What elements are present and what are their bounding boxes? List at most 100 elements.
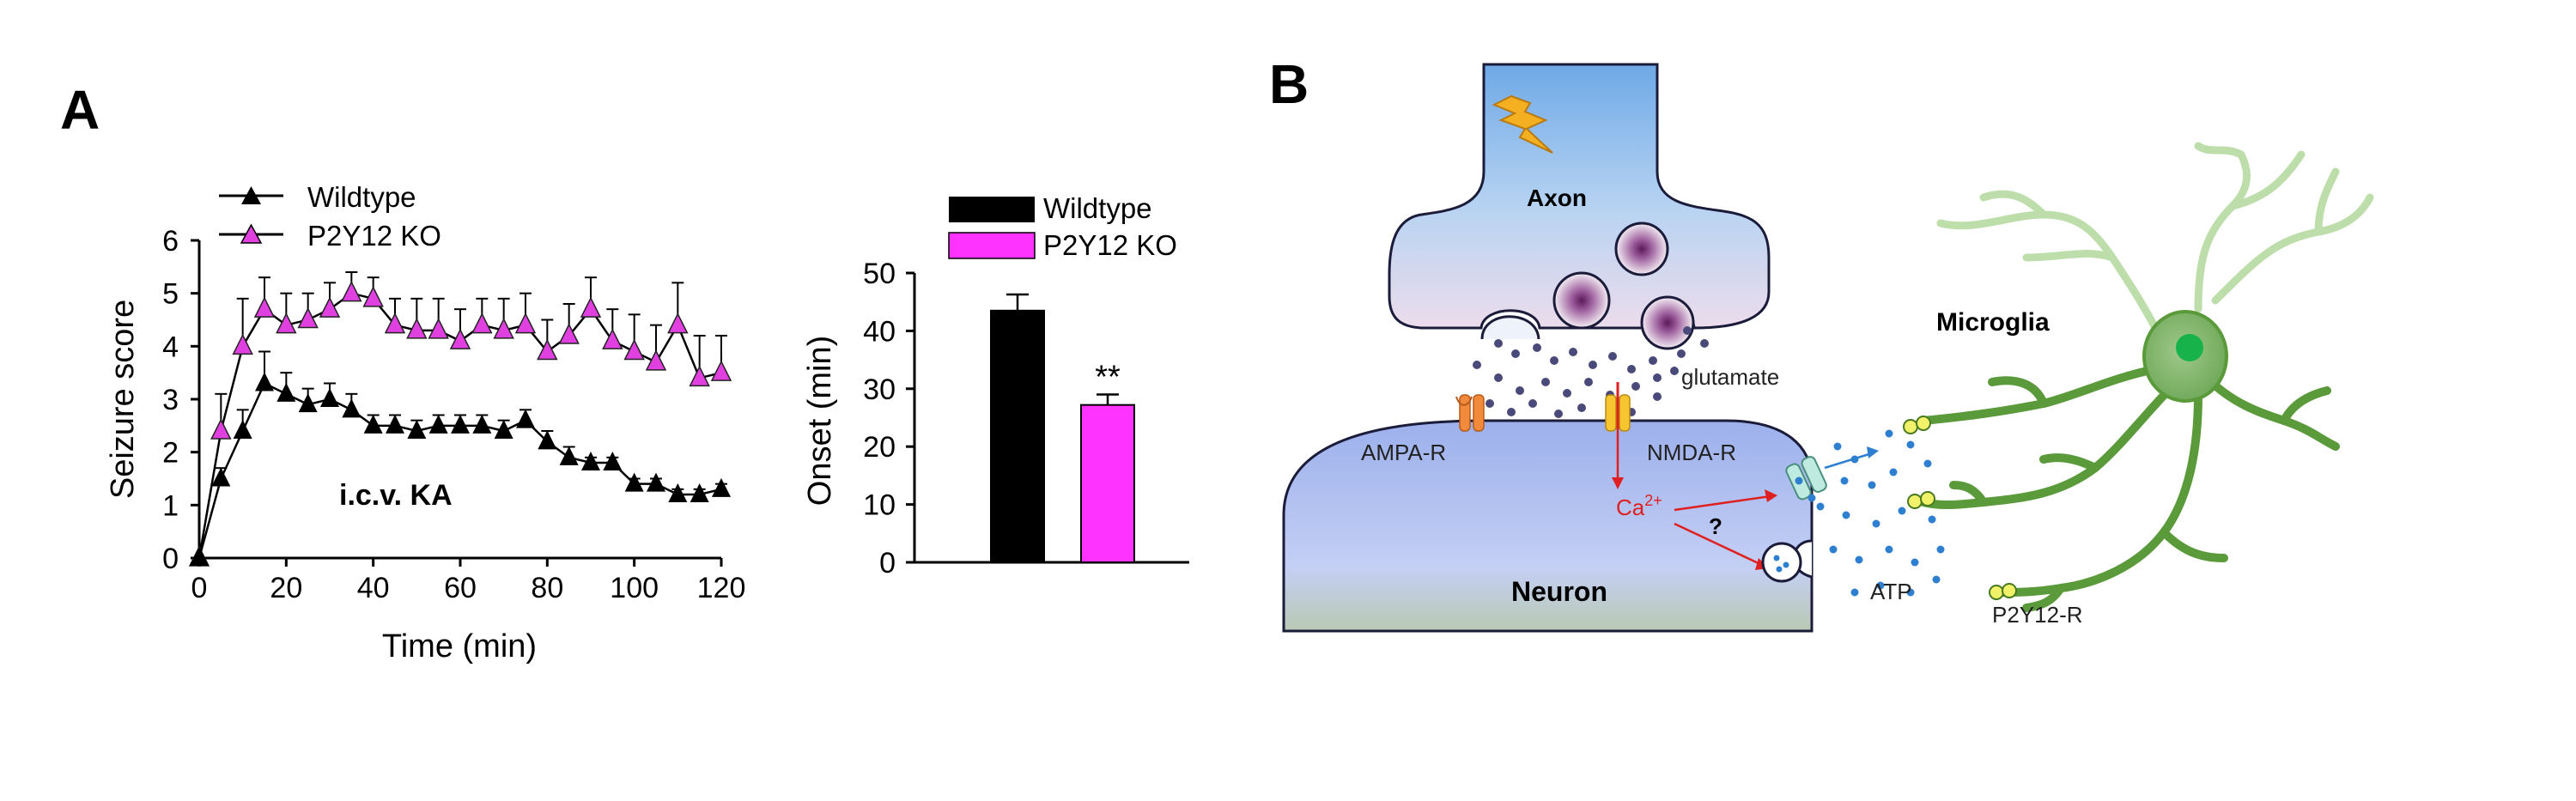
bar-y-tick-label: 40 [863,315,896,348]
ko-data-point [319,296,341,318]
glutamate-dot [1577,404,1586,412]
y-tick-label: 2 [162,437,179,470]
ko-data-point [645,349,667,371]
line-chart-annotation: i.c.v. KA [339,479,453,512]
neuron-label: Neuron [1511,576,1607,607]
bar-legend-ko-label: P2Y12 KO [1043,229,1177,261]
glutamate-dot [1670,367,1679,375]
atp-dot [1829,545,1838,554]
x-tick-label: 20 [270,572,302,604]
wildtype-data-point [363,414,383,434]
ampa-receptor-icon [1455,394,1485,432]
ko-data-point [276,312,297,334]
glutamate-dot [1608,352,1617,361]
atp-dot [1928,515,1936,524]
atp-dot [1816,502,1825,511]
wildtype-data-point [320,388,339,407]
glutamate-dot [1494,339,1503,348]
glutamate-dot [1533,343,1541,352]
y-tick-label: 5 [162,278,179,311]
legend-ko-label: P2Y12 KO [307,220,441,252]
ko-data-point [428,318,449,339]
atp-dot [1885,545,1893,554]
atp-dot [1898,507,1906,515]
glutamate-dot [1584,378,1593,386]
y-tick-label: 4 [162,331,179,363]
atp-dot [1842,511,1850,519]
question-mark: ? [1709,513,1722,539]
glutamate-dot [1563,389,1571,397]
legend-ko-swatch [948,232,1036,259]
wildtype-data-point [581,452,600,470]
wildtype-data-point [428,414,448,434]
bar-y-tick-label: 10 [863,489,896,522]
wildtype-data-point [342,398,361,418]
ko-data-point [406,318,428,339]
bar-y-tick-label: 30 [863,373,896,406]
glutamate-label: glutamate [1681,364,1779,390]
ko-data-point [623,338,645,361]
glutamate-dot [1550,356,1558,365]
glutamate-dot [1589,361,1597,369]
nmda-receptor-icon [1605,382,1631,489]
bar-y-tick-label: 50 [863,258,896,290]
atp-dot [1855,555,1863,564]
wildtype-data-point [647,472,665,492]
x-tick-label: 120 [697,572,746,604]
glutamate-dot [1700,339,1709,348]
wildtype-data-point [559,446,579,465]
glutamate-dot [1485,399,1494,408]
ko-data-point [297,306,319,329]
glutamate-dot [1683,326,1692,335]
ko-data-point [341,280,362,302]
atp-dot [1889,468,1898,476]
p2y12-label: P2Y12-R [1992,602,2083,628]
x-tick-label: 100 [610,572,659,604]
synaptic-vesicle [1640,295,1695,350]
atp-dot [1868,481,1876,489]
ko-data-point [449,328,471,349]
ko-data-point [514,312,537,334]
atp-dot [1932,575,1941,584]
atp-dot [1850,588,1859,597]
atp-dot [1872,519,1880,528]
wildtype-series-line [197,381,722,559]
wildtype-data-point [233,420,252,439]
bar-legend-wildtype-label: Wildtype [1043,192,1152,224]
glutamate-dot [1631,382,1640,391]
microglia-label: Microglia [1936,308,2050,337]
atp-release-arrow [1824,452,1873,470]
synaptic-vesicle [1552,271,1611,330]
ko-data-point [471,312,493,334]
atp-dot [1776,566,1783,573]
wildtype-data-point [690,483,709,502]
panel-a-label: A [60,79,100,141]
wildtype-data-point [407,420,427,439]
atp-dot [1840,476,1849,485]
line-chart-legend: Wildtype P2Y12 KO [219,181,441,252]
wildtype-data-point [472,414,492,434]
panel-b-label: B [1269,53,1309,115]
legend-wildtype-marker [241,186,261,204]
glutamate-dot [1516,386,1524,395]
bar-chart-legend: Wildtype P2Y12 KO [948,192,1177,261]
wildtype-data-point [624,472,644,492]
ko-data-point [384,312,406,334]
glutamate-dot [1511,349,1520,358]
wildtype-data-point [538,430,557,450]
wildtype-data-point [276,382,296,402]
ko-data-point [493,318,514,339]
glutamate-dot [1473,361,1481,369]
lightning-bolt-icon [1492,94,1553,154]
ampa-label: AMPA-R [1361,440,1446,465]
glutamate-dot [1554,410,1563,418]
calcium-label: Ca2+ [1616,492,1662,520]
glutamate-dot [1653,373,1662,382]
wildtype-data-point [255,372,274,391]
wildtype-data-point [211,467,231,487]
glutamate-dot [1541,378,1550,386]
wildtype-bar [990,309,1045,563]
synaptic-vesicle [1614,221,1669,276]
